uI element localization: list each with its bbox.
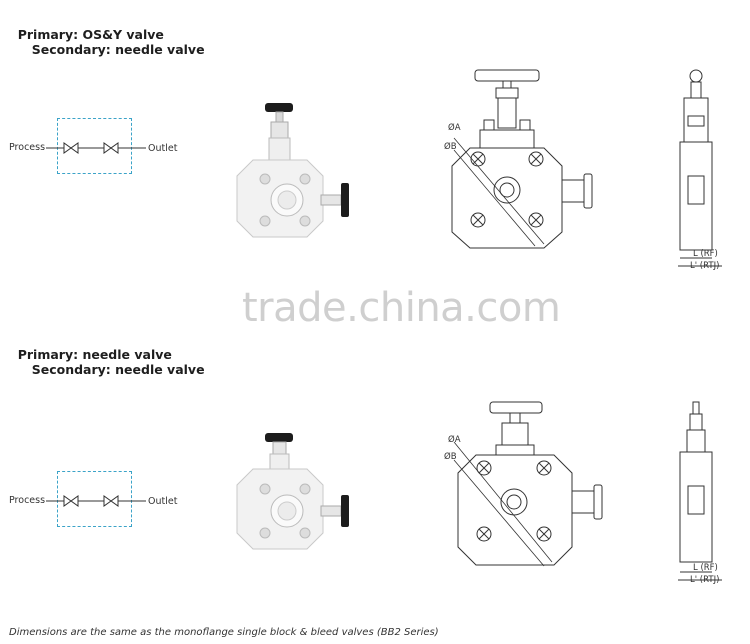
section2-primary: Primary: needle valve xyxy=(17,347,172,362)
dim-l-label: L (RF) xyxy=(693,563,718,573)
section2-title: Primary: needle valve Secondary: needle … xyxy=(9,332,205,377)
dim-a-label: ØA xyxy=(448,123,461,133)
process-label: Process xyxy=(9,142,46,153)
side-view-drawing xyxy=(678,69,722,267)
valve-3d-render xyxy=(236,103,349,238)
section2-secondary: Secondary: needle valve xyxy=(31,362,205,377)
section1-secondary: Secondary: needle valve xyxy=(31,42,205,57)
flow-schematic-valves xyxy=(46,495,146,507)
section1-title: Primary: OS&Y valve Secondary: needle va… xyxy=(9,12,205,57)
front-view-drawing xyxy=(453,401,603,567)
flow-schematic-valves xyxy=(46,142,146,154)
valve-3d-render xyxy=(236,433,349,550)
watermark: trade.china.com xyxy=(242,285,561,331)
outlet-label: Outlet xyxy=(148,496,178,507)
front-view-drawing xyxy=(451,69,593,249)
dim-l-label: L (RF) xyxy=(693,249,718,259)
outlet-label: Outlet xyxy=(148,143,178,154)
process-label: Process xyxy=(9,495,46,506)
dim-b-label: ØB xyxy=(444,142,457,152)
flow-schematic-box xyxy=(57,118,132,174)
dim-b-label: ØB xyxy=(444,452,457,462)
flow-schematic-box xyxy=(57,471,132,527)
section1-primary: Primary: OS&Y valve xyxy=(17,27,164,42)
side-view-drawing xyxy=(678,401,722,581)
footnote: Dimensions are the same as the monoflang… xyxy=(9,627,439,638)
dim-a-label: ØA xyxy=(448,435,461,445)
dim-l-prime-label: L' (RTJ) xyxy=(690,261,720,271)
dim-l-prime-label: L' (RTJ) xyxy=(690,575,720,585)
